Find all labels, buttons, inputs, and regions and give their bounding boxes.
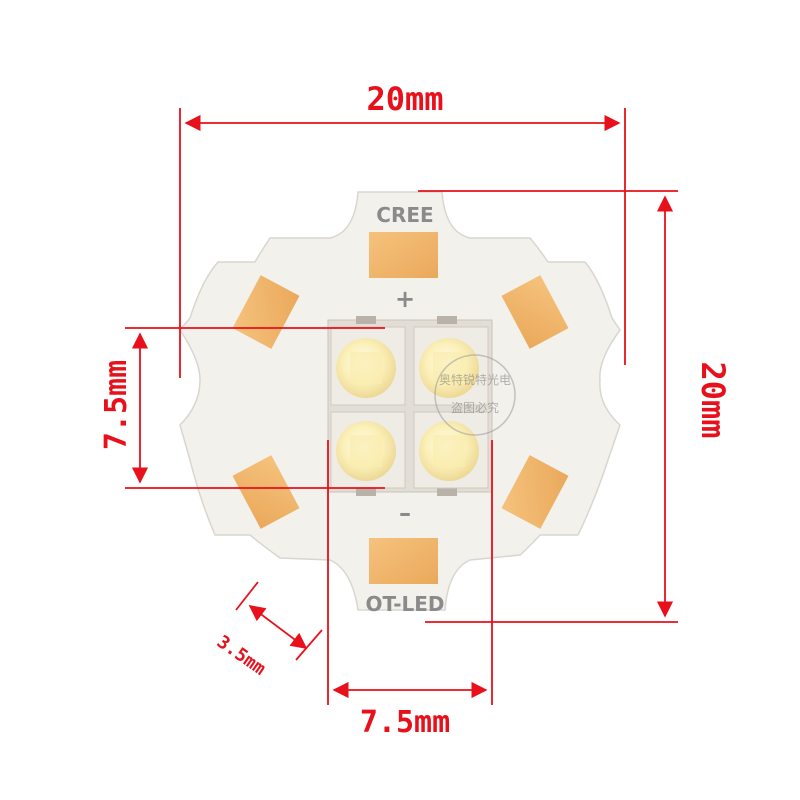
pad-bottom bbox=[369, 538, 438, 584]
dimension-lines bbox=[125, 108, 678, 705]
height-left-label: 7.5mm bbox=[99, 360, 134, 450]
slot-width-arrow bbox=[248, 605, 308, 649]
pad-upper-right bbox=[501, 275, 569, 349]
solder-pads bbox=[232, 232, 569, 584]
led-chip-top-left bbox=[330, 326, 406, 406]
pad-upper-left bbox=[232, 275, 300, 349]
height-right-label: 20mm bbox=[694, 361, 732, 438]
led-chip-top-right bbox=[413, 326, 489, 406]
positive-polarity: + bbox=[395, 285, 415, 313]
watermark-line2: 盗图必究 bbox=[451, 400, 499, 415]
model-label: OT-LED bbox=[365, 592, 444, 616]
pad-lower-left bbox=[232, 455, 300, 529]
width-top-label: 20mm bbox=[366, 80, 443, 118]
watermark-seal: 奥特锐特光电 盗图必究 bbox=[434, 354, 516, 436]
pad-top bbox=[369, 232, 438, 278]
width-bottom-label: 7.5mm bbox=[360, 705, 450, 740]
watermark-line1: 奥特锐特光电 bbox=[439, 372, 511, 387]
led-chip-bottom-right bbox=[413, 411, 489, 489]
led-array bbox=[327, 316, 493, 496]
negative-polarity: – bbox=[399, 499, 411, 527]
pad-lower-right bbox=[501, 455, 569, 529]
slot-width-label: 3.5mm bbox=[213, 631, 270, 679]
led-chip-bottom-left bbox=[330, 411, 406, 489]
brand-label: CREE bbox=[376, 203, 433, 227]
